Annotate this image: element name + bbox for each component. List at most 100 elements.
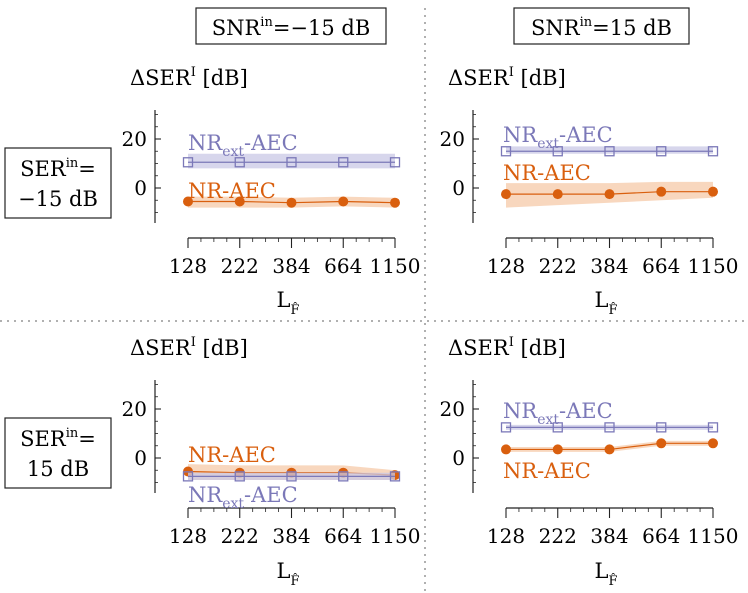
y-tick-label: 0	[452, 176, 465, 200]
data-point	[182, 157, 194, 168]
data-point	[604, 146, 615, 157]
series-nrext-aec	[182, 153, 401, 169]
x-tick-label: 128	[487, 254, 525, 278]
y-axis-label: ΔSERI [dB]	[448, 65, 566, 90]
data-point	[389, 157, 401, 168]
y-tick-label: 0	[134, 176, 147, 200]
x-tick-label: 384	[590, 254, 628, 278]
x-tick-label: 222	[539, 524, 577, 548]
row-header-line1: SERin=	[20, 426, 96, 451]
x-tick-label: 1150	[688, 524, 739, 548]
x-tick-label: 128	[169, 524, 207, 548]
y-axis-label: ΔSERI [dB]	[130, 335, 248, 360]
x-axis-label: LF̂	[277, 559, 300, 589]
y-tick-label: 20	[440, 397, 465, 421]
x-axis-label: LF̂	[277, 288, 300, 318]
row-header-2: SERin= 15 dB	[4, 417, 112, 489]
data-point	[338, 157, 349, 168]
data-point	[707, 422, 719, 433]
data-point	[390, 197, 400, 208]
data-point	[604, 444, 615, 455]
data-point	[656, 146, 667, 157]
x-tick-label: 1150	[688, 254, 739, 278]
confidence-band	[506, 146, 713, 154]
y-axis-label: ΔSERI [dB]	[130, 65, 248, 90]
data-point	[552, 146, 563, 157]
row-header-line2: 15 dB	[27, 457, 89, 481]
x-tick-label: 664	[642, 254, 680, 278]
series-nr-aec	[501, 438, 718, 455]
x-tick-label: 222	[221, 524, 259, 548]
row-header-1: SERin= −15 dB	[4, 147, 112, 219]
data-point	[286, 197, 297, 208]
series-label-nr-aec: NR-AEC	[188, 443, 276, 467]
series-label-nrext-aec: NRext-AEC	[503, 123, 613, 152]
series-label-nr-aec: NR-AEC	[503, 161, 591, 185]
data-point	[552, 444, 563, 455]
x-tick-label: 128	[169, 254, 207, 278]
data-point	[500, 146, 512, 157]
x-axis-label: LF̂	[595, 288, 618, 318]
data-point	[708, 438, 718, 449]
y-tick-label: 20	[122, 127, 147, 151]
series-nrext-aec	[182, 471, 401, 482]
x-tick-label: 1150	[370, 524, 421, 548]
column-header-1: SNRin=−15 dB	[195, 7, 387, 45]
data-point	[552, 422, 563, 433]
data-point	[234, 157, 245, 168]
y-axis-label: ΔSERI [dB]	[448, 335, 566, 360]
data-point	[500, 422, 512, 433]
x-axis-label: LF̂	[595, 559, 618, 589]
data-point	[708, 186, 718, 197]
x-tick-label: 222	[539, 254, 577, 278]
data-point	[182, 471, 194, 482]
x-tick-label: 384	[272, 254, 310, 278]
data-point	[501, 189, 511, 200]
data-point	[656, 422, 667, 433]
series-label-nrext-aec: NRext-AEC	[503, 399, 613, 428]
y-tick-label: 20	[122, 397, 147, 421]
data-point	[501, 444, 511, 455]
data-point	[234, 471, 245, 482]
column-header-box	[195, 7, 387, 45]
y-tick-label: 0	[452, 446, 465, 470]
row-header-line1: SERin=	[20, 156, 96, 181]
series-label-nr-aec: NR-AEC	[188, 179, 276, 203]
series-nrext-aec	[500, 146, 719, 157]
x-tick-label: 664	[324, 254, 362, 278]
data-point	[656, 186, 667, 197]
data-point	[552, 189, 563, 200]
row-header-box	[4, 147, 112, 219]
column-header-text: SNRin=15 dB	[531, 15, 672, 40]
data-point	[286, 471, 297, 482]
series-nr-aec	[183, 196, 400, 208]
column-header-box	[513, 7, 690, 45]
data-point	[286, 157, 297, 168]
data-point	[707, 146, 719, 157]
row-header-box	[4, 417, 112, 489]
y-tick-label: 0	[134, 446, 147, 470]
data-point	[604, 422, 615, 433]
data-point	[338, 471, 349, 482]
data-point	[604, 189, 615, 200]
series-nr-aec	[501, 181, 718, 208]
data-point	[234, 196, 245, 207]
series-label-nr-aec: NR-AEC	[503, 459, 591, 483]
column-header-text: SNRin=−15 dB	[212, 15, 371, 40]
y-tick-label: 20	[440, 127, 465, 151]
data-point	[183, 196, 193, 207]
data-point	[656, 438, 667, 449]
x-tick-label: 384	[272, 524, 310, 548]
x-tick-label: 1150	[370, 254, 421, 278]
row-header-line2: −15 dB	[18, 187, 98, 211]
series-nrext-aec	[500, 422, 719, 433]
column-header-2: SNRin=15 dB	[513, 7, 690, 45]
x-tick-label: 128	[487, 524, 525, 548]
x-tick-label: 384	[590, 524, 628, 548]
data-point	[389, 471, 401, 482]
